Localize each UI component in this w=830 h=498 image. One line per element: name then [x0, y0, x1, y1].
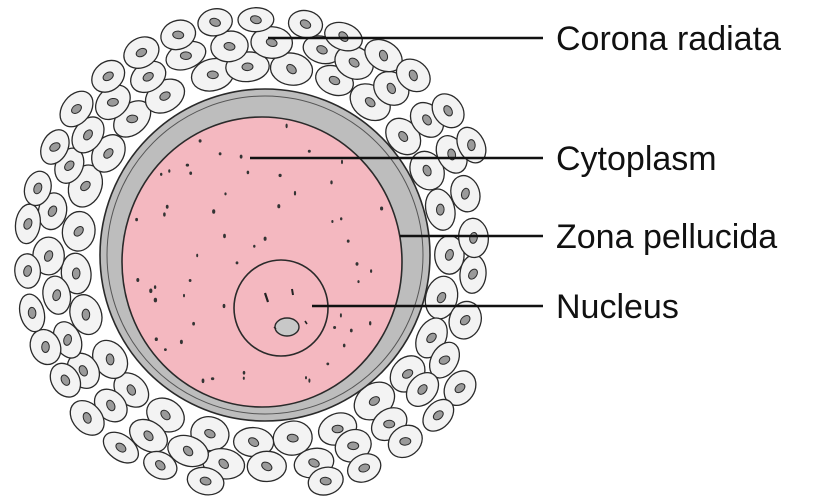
cytoplasm-granule: [330, 180, 332, 184]
cytoplasm-granule: [369, 321, 371, 325]
cytoplasm-granule: [160, 173, 162, 176]
follicle-cell-nucleus: [82, 309, 90, 320]
cytoplasm-granule: [380, 207, 383, 211]
cytoplasm-granule: [341, 160, 343, 164]
cytoplasm-granule: [189, 172, 192, 175]
cytoplasm-granule: [199, 139, 202, 142]
cytoplasm-granule: [155, 337, 158, 341]
cytoplasm-granule: [347, 240, 350, 243]
follicle-cell-nucleus: [399, 437, 411, 446]
nucleus: [234, 260, 328, 356]
cytoplasm-granule: [189, 279, 192, 282]
cytoplasm-granule: [224, 192, 226, 195]
cytoplasm-granule: [357, 280, 359, 283]
follicle-cell-nucleus: [180, 52, 191, 60]
cytoplasm-granule: [333, 326, 336, 329]
cytoplasm-granule: [186, 164, 189, 167]
follicle-cell-nucleus: [384, 420, 395, 428]
cytoplasm-granule: [350, 329, 353, 333]
cytoplasm-granule: [294, 191, 296, 196]
follicle-cell-nucleus: [72, 268, 80, 279]
cytoplasm-granule: [370, 269, 372, 273]
cytoplasm-granule: [136, 278, 139, 282]
cytoplasm-granule: [135, 218, 138, 221]
cytoplasm-granule: [192, 322, 195, 326]
cytoplasm-granule: [305, 376, 307, 379]
cytoplasm-granule: [149, 289, 152, 294]
follicle-cell-nucleus: [436, 204, 444, 215]
cytoplasm-granule: [340, 217, 342, 220]
cytoplasm-granule: [223, 234, 226, 238]
cytoplasm-label: Cytoplasm: [556, 140, 717, 178]
zona-pellucida-label: Zona pellucida: [556, 218, 777, 256]
nucleolus: [275, 318, 299, 336]
cytoplasm-granule: [264, 237, 267, 241]
corona-radiata-label: Corona radiata: [556, 20, 781, 58]
cytoplasm-granule: [154, 298, 157, 303]
nucleus-label: Nucleus: [556, 288, 679, 326]
cytoplasm-granule: [219, 152, 222, 155]
cytoplasm-granule: [243, 377, 245, 380]
cytoplasm-granule: [180, 340, 183, 344]
follicle-cell-nucleus: [28, 307, 36, 319]
cytoplasm-granule: [253, 245, 255, 248]
cytoplasm-granule: [343, 344, 346, 348]
cytoplasm-granule: [196, 254, 198, 258]
cytoplasm-granule: [183, 294, 185, 297]
cytoplasm-granule: [212, 209, 215, 214]
cytoplasm-region: [122, 117, 402, 407]
cytoplasm-granule: [286, 124, 288, 129]
follicle-cell-nucleus: [332, 425, 343, 433]
cytoplasm-granule: [168, 169, 170, 173]
cytoplasm-granule: [326, 363, 329, 366]
follicle-cell-nucleus: [207, 71, 218, 79]
cytoplasm-granule: [356, 262, 359, 266]
cytoplasm-granule: [211, 377, 214, 380]
cytoplasm-granule: [223, 304, 226, 308]
cytoplasm-granule: [163, 212, 166, 216]
cytoplasm-granule: [331, 220, 333, 223]
cytoplasm-granule: [247, 171, 250, 175]
cytoplasm-granule: [308, 150, 311, 153]
cytoplasm-granule: [202, 379, 205, 384]
cytoplasm-granule: [154, 285, 156, 289]
cytoplasm-granule: [166, 205, 169, 209]
cytoplasm-granule: [164, 348, 167, 351]
follicle-cell-nucleus: [467, 139, 475, 150]
cytoplasm-granule: [236, 261, 239, 264]
cytoplasm-granule: [243, 371, 246, 375]
cytoplasm-granule: [308, 379, 310, 383]
follicle-cell-nucleus: [348, 442, 359, 450]
cytoplasm-granule: [277, 204, 280, 208]
cytoplasm-granule: [279, 174, 282, 177]
nucleus-chromatin-mark: [292, 289, 293, 295]
follicle-cell-nucleus: [42, 341, 50, 352]
cytoplasm-granule: [240, 155, 243, 159]
cytoplasm-granule: [340, 313, 342, 317]
follicle-cell-nucleus: [242, 63, 253, 71]
